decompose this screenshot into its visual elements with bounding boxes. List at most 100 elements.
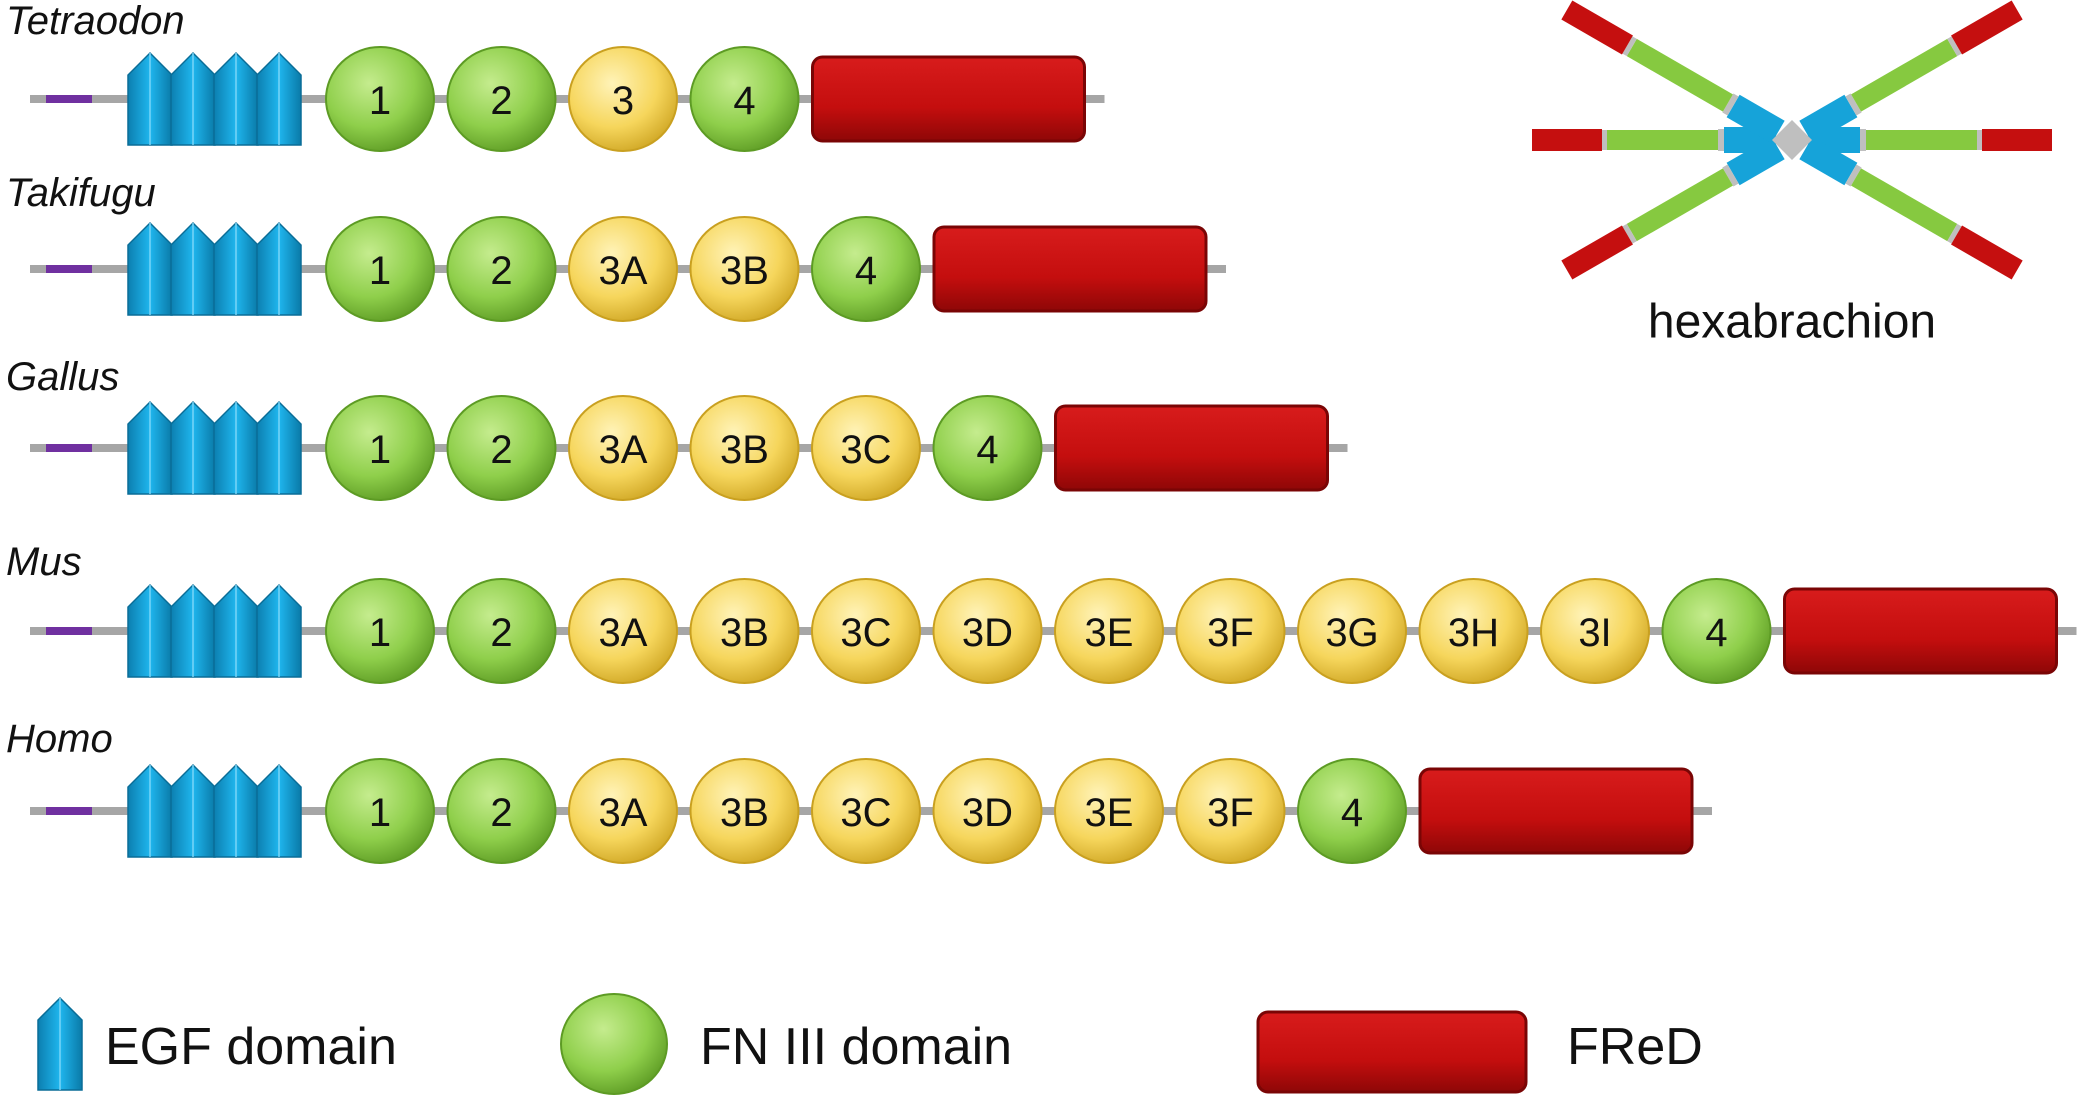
fn-iii-domain-label: 3I: [1578, 611, 1611, 655]
egf-domain: [127, 763, 173, 858]
fn-iii-domain-label: 3A: [599, 791, 648, 835]
legend-egf: EGF domain: [37, 996, 397, 1091]
egf-domain: [213, 400, 259, 495]
arm-fn-segment: [1851, 38, 1958, 112]
egf-domain: [256, 400, 302, 495]
egf-domain-icon-shape: [37, 996, 83, 1091]
arm-gap: [1947, 223, 1962, 244]
fred-domain: [1054, 404, 1329, 492]
fn-iii-domain-2: 2: [446, 758, 557, 864]
fn-iii-domain-3a: 3A: [568, 216, 678, 322]
arm-gap: [1622, 223, 1637, 244]
fn-iii-domain-3f: 3F: [1175, 578, 1286, 684]
fn-iii-domain-2: 2: [446, 395, 557, 501]
fn-iii-domain-3b: 3B: [689, 216, 800, 322]
species-label: Gallus: [6, 355, 119, 399]
fred-domain: [1783, 587, 2058, 675]
fn-iii-domain-label: 4: [1705, 611, 1727, 655]
fn-iii-domain-icon: [560, 993, 668, 1095]
fn-iii-domain-1: 1: [325, 578, 435, 684]
egf-domain: [127, 221, 173, 316]
arm-fn-segment: [1626, 168, 1733, 242]
species-label: Mus: [6, 540, 82, 584]
fn-iii-domain-label: 2: [490, 791, 512, 835]
fn-iii-domain-3b: 3B: [689, 578, 800, 684]
fn-iii-domain-1: 1: [325, 46, 435, 152]
fred-domain-icon: [1256, 1010, 1528, 1094]
row-takifugu: Takifugu 1 2 3A 3B 4: [6, 171, 1226, 322]
fn-iii-domain-label: 3F: [1207, 611, 1254, 655]
legend: EGF domain FN III domain FReD: [37, 993, 1703, 1095]
hexabrachion-center: [1772, 120, 1812, 160]
hexabrachion-label: hexabrachion: [1648, 296, 1936, 349]
arm-fred-segment: [1561, 225, 1633, 280]
fn-iii-domain-2: 2: [446, 578, 557, 684]
fn-iii-domain-1: 1: [325, 395, 435, 501]
fn-iii-domain-label: 4: [1341, 791, 1363, 835]
fn-iii-domain-3e: 3E: [1054, 758, 1164, 864]
fn-iii-domain-3c: 3C: [811, 578, 921, 684]
fn-iii-domain-label: 3G: [1325, 611, 1378, 655]
arm-fred-segment: [1561, 0, 1633, 55]
fn-iii-domain-label: 2: [490, 79, 512, 123]
fn-iii-domain-label: 3A: [599, 249, 648, 293]
fn-iii-domain-label: 3D: [962, 611, 1013, 655]
arm-gap: [1622, 36, 1637, 57]
egf-domain: [170, 583, 216, 678]
egf-domain: [170, 221, 216, 316]
fn-iii-domain-3d: 3D: [932, 758, 1043, 864]
fred-domain: [932, 225, 1208, 313]
arm-egf-segment: [1726, 94, 1785, 144]
egf-domain: [127, 51, 173, 146]
fn-iii-domain-label: 1: [369, 249, 391, 293]
legend-fred: FReD: [1256, 1010, 1703, 1094]
species-label: Takifugu: [6, 171, 156, 215]
fn-iii-domain-label: 3D: [962, 791, 1013, 835]
fn-iii-domain-label: 4: [855, 249, 877, 293]
fn-iii-domain-3d: 3D: [932, 578, 1043, 684]
fn-iii-domain-3g: 3G: [1297, 578, 1407, 684]
fn-iii-domain-label: 3H: [1448, 611, 1499, 655]
fn-iii-domain-label: 1: [369, 428, 391, 472]
fn-iii-domain-label: 3B: [720, 611, 769, 655]
egf-domain: [127, 400, 173, 495]
fn-iii-domain-3i: 3I: [1540, 578, 1650, 684]
egf-domain: [127, 583, 173, 678]
legend-egf-label: EGF domain: [105, 1018, 397, 1076]
species-label: Homo: [6, 717, 113, 761]
fn-iii-domain-label: 3A: [599, 428, 648, 472]
fn-iii-domain-label: 1: [369, 791, 391, 835]
arm-fred-segment: [1951, 0, 2023, 55]
arm-gap: [1947, 36, 1962, 57]
fn-iii-domain-2: 2: [446, 216, 557, 322]
fn-iii-domain-4: 4: [1661, 578, 1772, 684]
fn-iii-domain-label: 3B: [720, 791, 769, 835]
egf-domain: [213, 763, 259, 858]
egf-domain: [256, 583, 302, 678]
fn-iii-domain-label: 3F: [1207, 791, 1254, 835]
fn-iii-domain-label: 3B: [720, 249, 769, 293]
legend-fn: FN III domain: [560, 993, 1012, 1095]
species-label: Tetraodon: [6, 0, 185, 43]
fn-iii-domain-label: 3E: [1085, 611, 1134, 655]
fn-iii-domain-3b: 3B: [689, 758, 800, 864]
egf-domain-icon: [37, 996, 83, 1091]
egf-domain: [213, 51, 259, 146]
arm-fn-segment: [1851, 168, 1958, 242]
fn-iii-domain-label: 1: [369, 79, 391, 123]
fn-iii-domain-1: 1: [325, 216, 435, 322]
fn-iii-domain-3a: 3A: [568, 395, 678, 501]
arm-gap: [1845, 164, 1862, 187]
fn-iii-domain-3: 3: [568, 46, 678, 152]
egf-domain: [170, 400, 216, 495]
egf-domain: [256, 51, 302, 146]
fn-iii-domain-3f: 3F: [1175, 758, 1286, 864]
hexabrachion-schematic: hexabrachion: [1532, 0, 2052, 349]
fn-iii-domain-3a: 3A: [568, 758, 678, 864]
fn-iii-domain-label: 3A: [599, 611, 648, 655]
fn-iii-domain-4: 4: [811, 216, 921, 322]
